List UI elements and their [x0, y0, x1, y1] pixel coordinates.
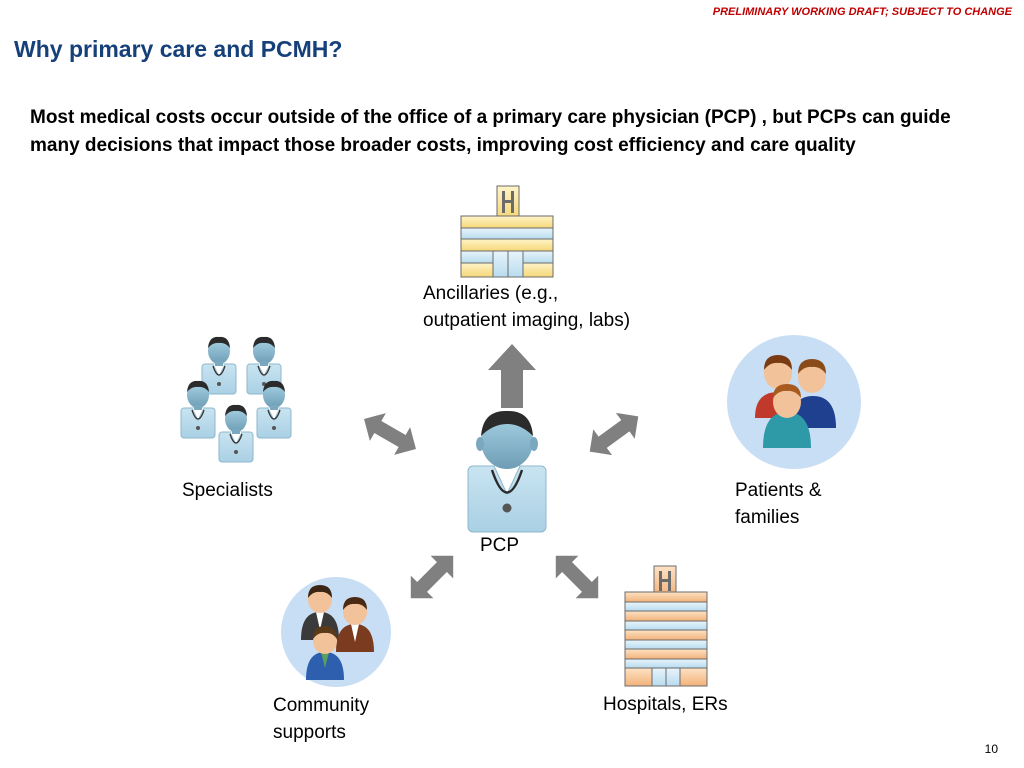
specialists-group-icon	[180, 336, 292, 463]
community-label-line1: Community	[273, 695, 370, 716]
pcp-doctor-icon	[467, 410, 547, 533]
pcp-label: PCP	[480, 535, 520, 556]
ancillaries-label: Ancillaries (e.g., outpatient imaging, l…	[423, 280, 630, 334]
hospital-building-icon	[624, 565, 708, 687]
patients-label-line1: Patients &	[735, 480, 822, 501]
ancillaries-label-line1: Ancillaries (e.g.,	[423, 283, 559, 304]
community-label: Community supports	[273, 692, 369, 746]
patients-label: Patients & families	[735, 477, 822, 531]
ancillaries-label-line2: outpatient imaging, labs)	[423, 310, 631, 331]
draft-notice: PRELIMINARY WORKING DRAFT; SUBJECT TO CH…	[712, 6, 1012, 18]
page-title: Why primary care and PCMH?	[14, 36, 343, 62]
page-number: 10	[984, 742, 998, 756]
subtitle: Most medical costs occur outside of the …	[30, 107, 951, 156]
community-label-line2: supports	[273, 722, 346, 743]
specialists-label: Specialists	[182, 480, 273, 501]
hospitals-label: Hospitals, ERs	[603, 694, 728, 715]
community-group-icon	[281, 577, 391, 687]
arrow-community	[399, 544, 465, 610]
patients-family-icon	[727, 335, 861, 469]
arrow-patients	[580, 403, 648, 465]
arrow-up-ancillaries	[488, 344, 536, 408]
arrow-hospitals	[544, 544, 610, 610]
ancillaries-building-icon	[460, 185, 554, 278]
patients-label-line2: families	[735, 507, 800, 528]
arrow-specialists	[356, 405, 424, 463]
